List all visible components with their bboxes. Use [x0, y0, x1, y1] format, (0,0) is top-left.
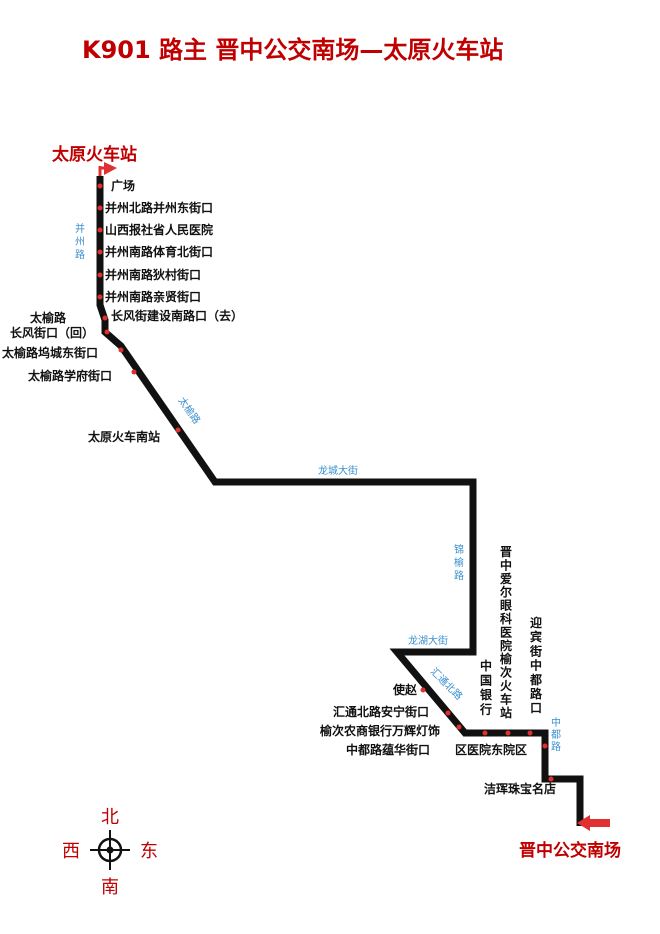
compass-west: 西	[62, 841, 80, 862]
stop-label: 并州南路亲贤街口	[105, 289, 201, 304]
stop-label: 洁珲珠宝名店	[484, 781, 556, 796]
stop-label: 太榆路学府街口	[28, 368, 112, 383]
street-label: 并州路	[75, 222, 85, 261]
south-terminal-arrow	[577, 815, 610, 831]
stop-label: 广场	[111, 178, 135, 193]
stop-label: 太榆路坞城东街口	[2, 345, 98, 360]
compass-east: 东	[140, 841, 158, 862]
stop-marker	[104, 329, 110, 335]
stop-label: 并州北路并州东街口	[105, 200, 213, 215]
route-line	[96, 176, 584, 826]
stop-marker	[102, 315, 108, 321]
stop-label: 长风街建设南路口（去）	[111, 308, 243, 323]
stop-marker	[505, 730, 511, 736]
stop-label: 榆次农商银行万辉灯饰	[320, 723, 440, 738]
street-label: 太榆路	[176, 394, 204, 426]
stop-label: 中都路蕴华街口	[346, 742, 430, 757]
compass: 北 南 东 西	[62, 807, 158, 898]
stop-marker	[131, 369, 137, 375]
street-label: 龙城大街	[318, 464, 358, 477]
stop-label: 使赵	[392, 682, 418, 697]
stop-marker	[97, 183, 103, 189]
stop-markers	[97, 183, 554, 782]
stop-marker	[97, 294, 103, 300]
street-label: 锦榆路	[454, 543, 464, 582]
stop-label: 汇通北路安宁街口	[333, 704, 429, 719]
stop-label-vertical: 中国银行	[479, 658, 493, 717]
compass-north: 北	[101, 807, 119, 828]
stop-marker	[548, 776, 554, 782]
stop-label: 并州南路狄村街口	[105, 267, 201, 282]
stop-marker	[482, 730, 488, 736]
stop-marker	[542, 743, 548, 749]
street-label: 中都路	[551, 716, 561, 753]
stop-label: 山西报社省人民医院	[105, 222, 213, 237]
south-terminal-label: 晋中公交南场	[519, 840, 621, 861]
stop-marker	[118, 347, 124, 353]
stop-marker	[97, 205, 103, 211]
map-title: K901 路主 晋中公交南场—太原火车站	[82, 36, 503, 64]
stop-label: 太原火车南站	[88, 429, 160, 444]
north-terminal-arrow	[98, 162, 117, 176]
stop-label-vertical: 晋中爱尔眼科医院榆次火车站	[500, 544, 513, 720]
stop-label: 长风街口（回）	[10, 325, 94, 340]
stop-marker	[456, 724, 462, 730]
stop-marker	[527, 730, 533, 736]
stop-label: 并州南路体育北街口	[105, 244, 213, 259]
stop-marker	[420, 687, 426, 693]
stop-marker	[97, 227, 103, 233]
stop-marker	[445, 710, 451, 716]
stop-marker	[97, 249, 103, 255]
stop-label-vertical: 迎宾街中都路口	[529, 615, 543, 715]
north-terminal-label: 太原火车站	[52, 144, 137, 165]
stop-marker	[175, 427, 181, 433]
stop-label: 区医院东院区	[455, 742, 527, 757]
stop-marker	[97, 272, 103, 278]
stop-label: 太榆路	[30, 310, 67, 325]
street-label: 龙湖大街	[408, 634, 448, 647]
compass-south: 南	[101, 877, 119, 898]
